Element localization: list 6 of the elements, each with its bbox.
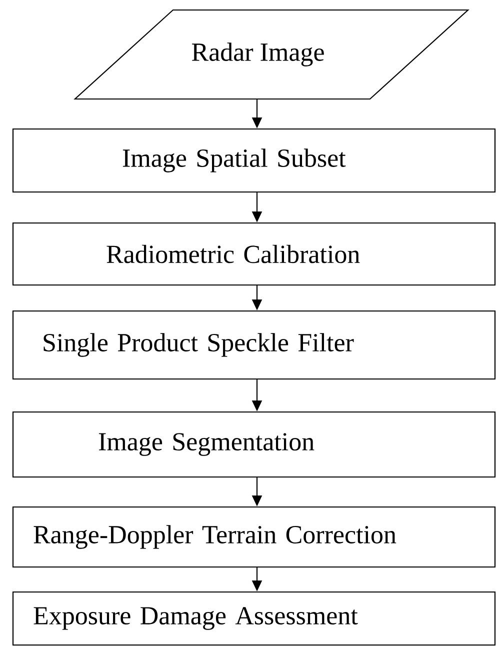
process-box: Range-Doppler Terrain Correction [12, 506, 496, 568]
process-box: Single Product Speckle Filter [12, 310, 496, 380]
process-box: Radiometric Calibration [12, 222, 496, 286]
process-box: Image Segmentation [12, 411, 496, 478]
process-box: Image Spatial Subset [12, 128, 496, 193]
process-box: Exposure Damage Assessment [12, 591, 496, 646]
